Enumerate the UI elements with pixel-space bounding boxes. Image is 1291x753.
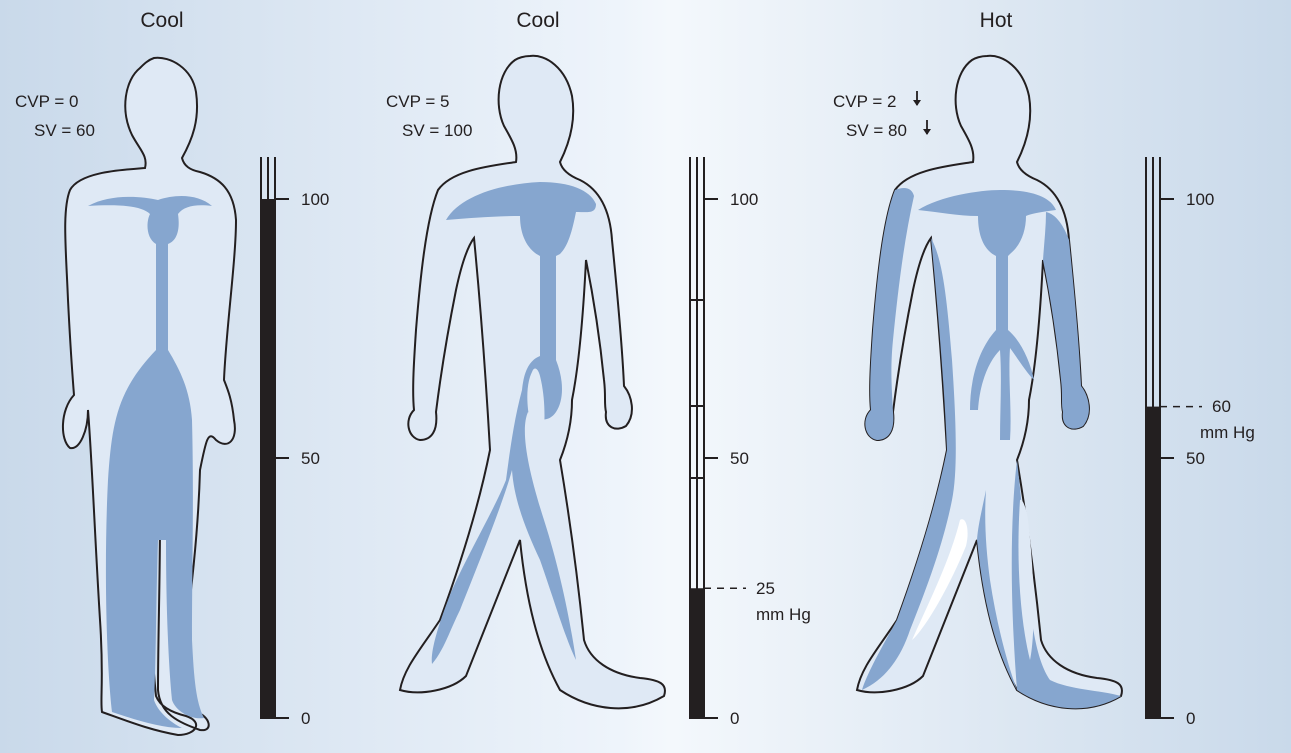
tick-label-50: 50 — [301, 449, 320, 468]
unit-label: mm Hg — [1200, 423, 1255, 442]
panel-3: Hot CVP = 2 SV = 80 — [833, 9, 1255, 728]
pressure-column — [261, 199, 275, 718]
down-arrow-icon — [923, 120, 931, 135]
down-arrow-icon — [913, 91, 921, 106]
unit-label: mm Hg — [756, 605, 811, 624]
panel-3-sv-label: SV = 80 — [846, 121, 907, 140]
tick-label-100: 100 — [1186, 190, 1214, 209]
tick-label-0: 0 — [301, 709, 310, 728]
pressure-column — [1146, 407, 1160, 718]
tick-label-0: 0 — [730, 709, 739, 728]
walking-body-cool — [400, 56, 665, 709]
limb-venous-pool — [1043, 212, 1089, 429]
pressure-scale-2: 100 50 0 25 mm Hg — [690, 157, 811, 728]
pressure-scale-1: 100 50 0 — [261, 157, 329, 728]
standing-body — [63, 58, 236, 735]
panel-1-cvp-label: CVP = 0 — [15, 92, 78, 111]
pressure-scale-3: 100 50 0 60 mm Hg — [1146, 157, 1255, 728]
pressure-label: 25 — [756, 579, 775, 598]
tick-label-0: 0 — [1186, 709, 1195, 728]
panel-3-cvp-label: CVP = 2 — [833, 92, 896, 111]
tick-label-100: 100 — [730, 190, 758, 209]
pressure-column — [690, 588, 704, 718]
panel-1: Cool CVP = 0 SV = 60 100 50 0 — [15, 9, 329, 735]
panel-2-sv-label: SV = 100 — [402, 121, 472, 140]
panel-1-sv-label: SV = 60 — [34, 121, 95, 140]
panel-2: Cool CVP = 5 SV = 100 100 50 0 25 mm Hg — [386, 9, 811, 728]
tick-label-50: 50 — [730, 449, 749, 468]
panel-2-cvp-label: CVP = 5 — [386, 92, 449, 111]
tick-label-100: 100 — [301, 190, 329, 209]
tick-label-50: 50 — [1186, 449, 1205, 468]
walking-body-hot — [857, 56, 1122, 709]
pressure-label: 60 — [1212, 397, 1231, 416]
panel-1-title: Cool — [140, 9, 183, 32]
panel-3-title: Hot — [980, 9, 1013, 32]
panel-2-title: Cool — [516, 9, 559, 32]
